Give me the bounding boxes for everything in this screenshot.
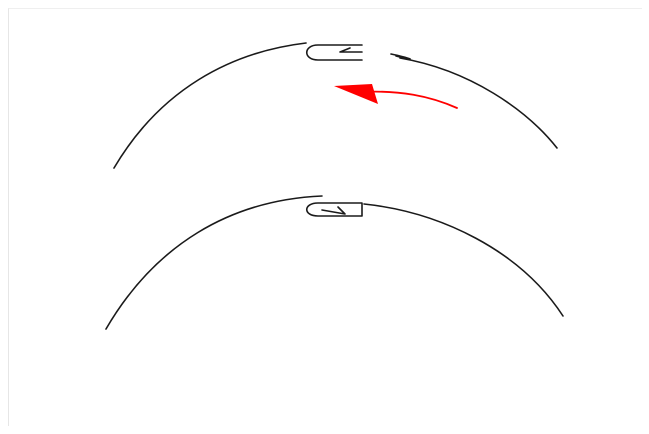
bottom-clasp-icon: [307, 203, 362, 216]
top-clasp-icon: [307, 45, 362, 60]
top-arc-left: [114, 43, 306, 168]
top-arc-right: [391, 54, 557, 148]
top-panel: [114, 43, 557, 168]
curved-arrow-left-icon: [334, 84, 457, 108]
bottom-panel: [106, 196, 563, 329]
